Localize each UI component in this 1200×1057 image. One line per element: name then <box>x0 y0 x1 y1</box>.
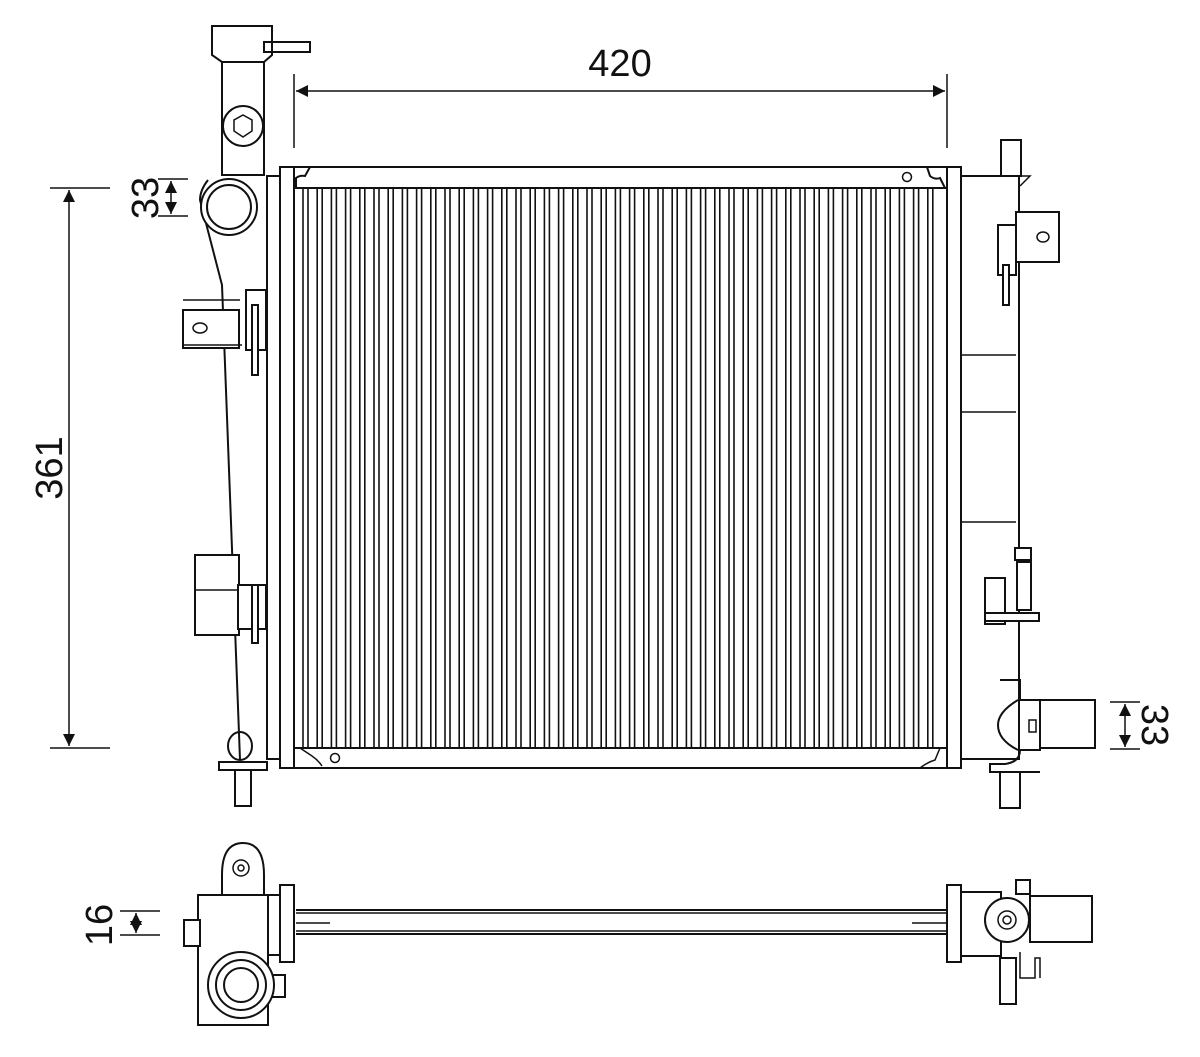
right-tank <box>960 175 1020 760</box>
inlet-dimension: 33 <box>125 177 188 219</box>
height-label: 361 <box>29 436 71 499</box>
left-header <box>279 166 295 769</box>
outlet-label: 33 <box>1133 704 1175 746</box>
width-label: 420 <box>588 43 651 85</box>
height-dimension: 361 <box>29 187 110 749</box>
inlet-label: 33 <box>125 177 167 219</box>
filler-cap <box>211 25 311 176</box>
thickness-dimension: 16 <box>79 904 160 946</box>
outlet-dimension: 33 <box>1110 701 1175 750</box>
outlet-pipe <box>989 679 1096 809</box>
width-dimension: 420 <box>293 43 948 148</box>
thickness-label: 16 <box>79 904 121 946</box>
front-view <box>182 25 1096 809</box>
left-tank-edge <box>266 175 281 760</box>
core-fins <box>302 188 934 748</box>
inlet-pipe <box>198 178 258 761</box>
right-header <box>946 166 962 769</box>
drain-plug <box>218 731 268 807</box>
top-view <box>183 841 1093 1026</box>
